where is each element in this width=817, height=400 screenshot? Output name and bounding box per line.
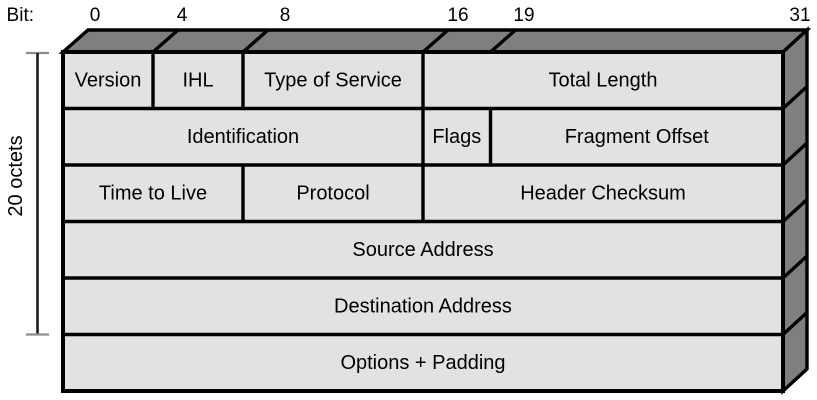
- bit-label-8: 8: [280, 5, 291, 26]
- top-seam-bit19: [489, 28, 517, 54]
- bracket-label: 20 octets: [5, 135, 27, 216]
- field-type-of-service: Type of Service: [264, 70, 402, 92]
- bit-axis-prefix: Bit:: [7, 5, 34, 26]
- bit-label-31: 31: [789, 5, 810, 26]
- field-source-address: Source Address: [352, 239, 493, 261]
- field-total-length: Total Length: [549, 70, 658, 92]
- right-seam-row3: [781, 198, 809, 223]
- field-time-to-live: Time to Live: [99, 183, 207, 205]
- field-destination-address: Destination Address: [334, 296, 512, 318]
- field-flags: Flags: [432, 126, 481, 148]
- top-seam-bit16: [421, 28, 450, 54]
- field-options-padding: Options + Padding: [340, 352, 505, 374]
- field-version: Version: [75, 70, 142, 92]
- field-identification: Identification: [187, 126, 299, 148]
- field-fragment-offset: Fragment Offset: [565, 126, 710, 148]
- right-seam-row1: [781, 85, 809, 110]
- field-header-checksum: Header Checksum: [520, 183, 686, 205]
- header-outline: [61, 50, 785, 393]
- bit-label-16: 16: [447, 5, 468, 26]
- right-seam-row4: [781, 254, 809, 280]
- right-seam-row2: [781, 141, 809, 167]
- right-seam-row5: [781, 311, 809, 336]
- top-seam-bit8: [241, 28, 270, 54]
- bit-label-19: 19: [513, 5, 534, 26]
- bit-label-0: 0: [90, 5, 101, 26]
- field-protocol: Protocol: [296, 183, 369, 205]
- top-seam-bit4: [151, 28, 180, 54]
- field-ihl: IHL: [182, 70, 213, 92]
- bit-label-4: 4: [177, 5, 188, 26]
